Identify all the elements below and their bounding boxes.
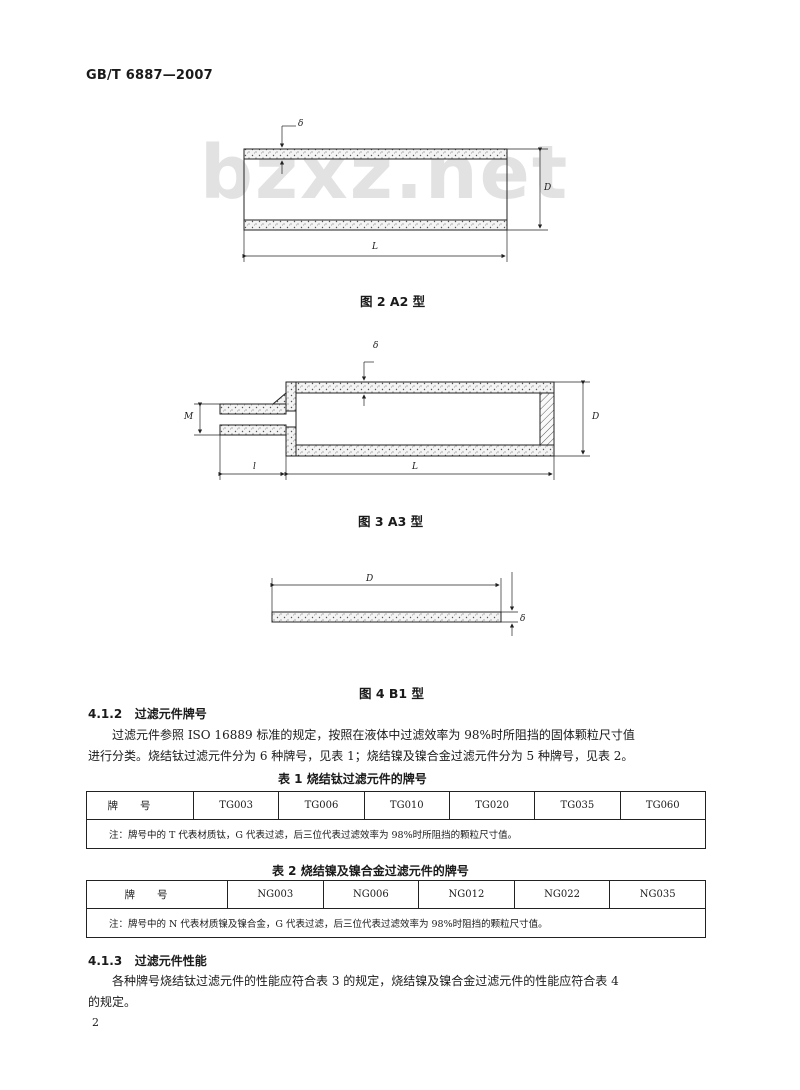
table-cell: TG003 [192,791,280,820]
section-title: 过滤元件牌号 [134,707,207,721]
table-cell: TG035 [534,791,621,820]
section-title: 过滤元件性能 [134,954,207,968]
table-row: 注：牌号中的 T 代表材质钛，G 代表过滤，后三位代表过滤效率为 98%时所阻挡… [86,819,706,849]
table-note: 注：牌号中的 T 代表材质钛，G 代表过滤，后三位代表过滤效率为 98%时所阻挡… [86,819,706,849]
fig4-d-label: D [366,574,374,584]
fig3-l-small-label: l [253,462,256,472]
table-cell: NG003 [227,880,324,909]
table-2: 牌号 NG003 NG006 NG012 NG022 NG035 注：牌号中的 … [86,880,706,938]
fig2-delta-label: δ [298,119,304,129]
figure-2-caption: 图 2 A2 型 [360,294,426,309]
section-4-1-3-heading: 4.1.3 过滤元件性能 [88,952,207,969]
fig3-delta-label: δ [373,341,379,351]
fig4-delta-label: δ [520,614,526,624]
table-cell: TG060 [619,791,707,820]
section-4-1-3-para-line2: 的规定。 [88,995,137,1009]
table-cell: TG006 [278,791,365,820]
fig3-m-label: M [184,412,194,422]
standard-code-header: GB/T 6887—2007 [86,68,213,83]
table-header-cell: 牌号 [86,880,228,909]
section-4-1-2-para-line1: 过滤元件参照 ISO 16889 标准的规定，按照在液体中过滤效率为 98%时所… [112,728,635,742]
table-1: 牌号 TG003 TG006 TG010 TG020 TG035 TG060 注… [86,791,707,849]
figure-a3-drawing [194,361,590,480]
table-row: 牌号 TG003 TG006 TG010 TG020 TG035 TG060 [86,791,707,820]
table-1-caption: 表 1 烧结钛过滤元件的牌号 [278,772,427,786]
section-number: 4.1.2 [88,707,123,721]
table-cell: NG022 [513,880,611,909]
section-4-1-3-para-line1: 各种牌号烧结钛过滤元件的性能应符合表 3 的规定，烧结镍及镍合金过滤元件的性能应… [112,974,619,988]
figure-b1-drawing [270,572,518,636]
section-4-1-2-heading: 4.1.2 过滤元件牌号 [88,705,207,722]
watermark: bzxz.net [200,130,570,216]
table-cell: TG020 [448,791,536,820]
table-row: 牌号 NG003 NG006 NG012 NG022 NG035 [86,880,706,909]
figure-3-caption: 图 3 A3 型 [358,514,424,529]
table-cell: NG012 [418,880,515,909]
section-4-1-2-para-line2: 进行分类。烧结钛过滤元件分为 6 种牌号，见表 1；烧结镍及镍合金过滤元件分为 … [88,749,634,763]
fig3-d-label: D [592,412,600,422]
table-cell: TG010 [363,791,450,820]
table-header-cell: 牌号 [86,791,194,820]
figure-4-caption: 图 4 B1 型 [359,686,424,701]
fig2-d-label: D [544,183,552,193]
table-cell: NG035 [609,880,706,909]
table-2-caption: 表 2 烧结镍及镍合金过滤元件的牌号 [272,864,469,878]
section-number: 4.1.3 [88,954,123,968]
table-cell: NG006 [322,880,420,909]
figure-a2-drawing [242,125,548,262]
table-row: 注：牌号中的 N 代表材质镍及镍合金，G 代表过滤，后三位代表过滤效率为 98%… [86,908,706,938]
fig3-l-label: L [412,462,418,472]
page-number: 2 [92,1016,99,1029]
fig2-l-label: L [372,242,378,252]
table-note: 注：牌号中的 N 代表材质镍及镍合金，G 代表过滤，后三位代表过滤效率为 98%… [86,908,706,938]
